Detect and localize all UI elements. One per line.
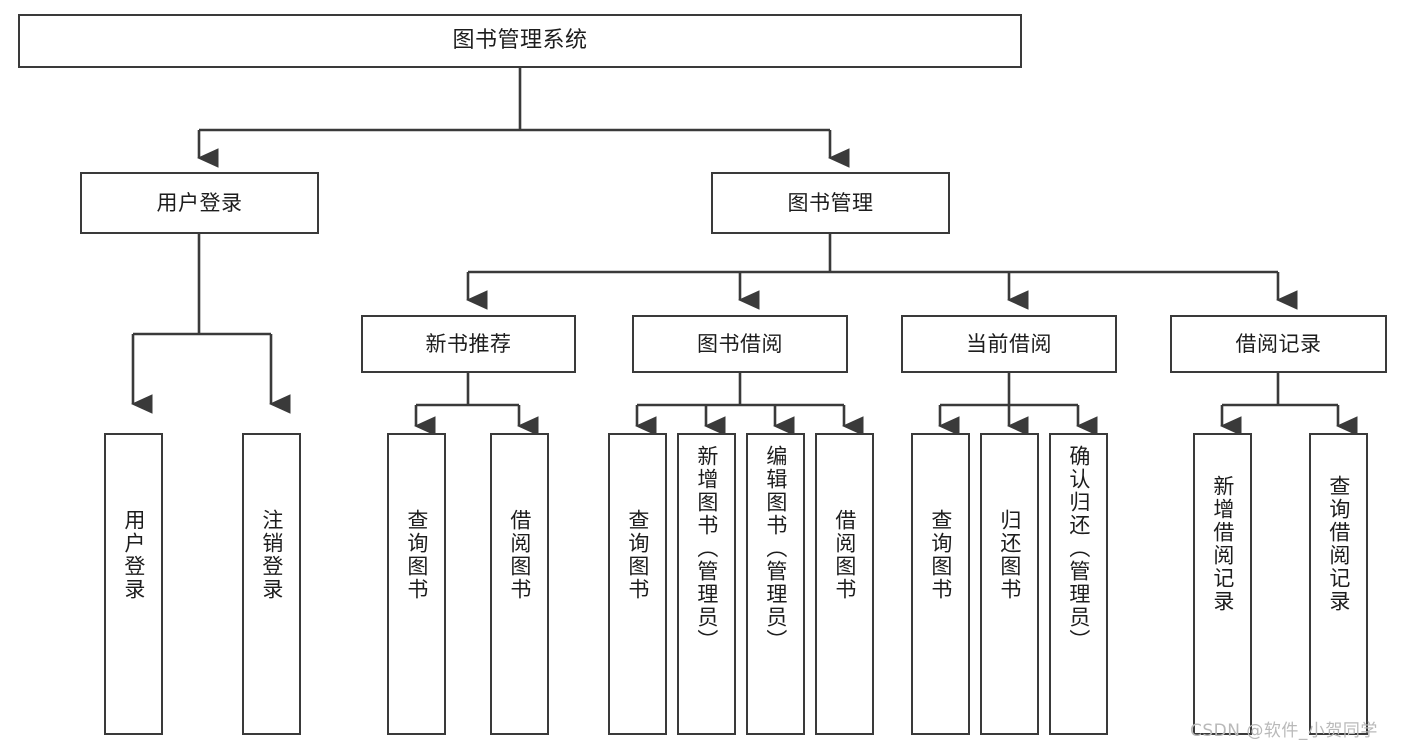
node-label: 当前借阅 [966,331,1052,356]
node-label: 用户登录 [156,190,243,215]
node-label: 借阅图书 [832,509,857,601]
leaf-current-return-book[interactable]: 归还图书 [980,433,1039,735]
node-borrow-record[interactable]: 借阅记录 [1170,315,1387,373]
node-book-borrow[interactable]: 图书借阅 [632,315,848,373]
node-label: 借阅图书 [507,509,532,601]
node-user-login[interactable]: 用户登录 [80,172,319,234]
leaf-current-query-book[interactable]: 查询图书 [911,433,970,735]
node-label: 图书管理 [787,190,874,215]
leaf-borrow-edit-book-admin[interactable]: 编辑图书（管理员） [746,433,805,735]
node-new-book-recommend[interactable]: 新书推荐 [361,315,576,373]
node-label: 查询图书 [928,509,953,601]
node-label: 注销登录 [259,509,284,601]
leaf-user-login-logout[interactable]: 注销登录 [242,433,301,735]
node-label: 查询图书 [625,509,650,601]
csdn-watermark: CSDN @软件_小贺同学 [1190,721,1378,741]
node-label: 新增借阅记录 [1210,475,1235,613]
node-label: 查询借阅记录 [1326,475,1351,613]
leaf-user-login-login[interactable]: 用户登录 [104,433,163,735]
leaf-borrow-borrow-book[interactable]: 借阅图书 [815,433,874,735]
node-label: 归还图书 [997,509,1022,601]
node-label: 新书推荐 [425,331,512,356]
node-label: 用户登录 [121,509,146,601]
leaf-current-confirm-return-admin[interactable]: 确认归还（管理员） [1049,433,1108,735]
node-label: 图书借阅 [697,331,783,356]
leaf-borrow-query-book[interactable]: 查询图书 [608,433,667,735]
node-current-borrow[interactable]: 当前借阅 [901,315,1117,373]
leaf-recommend-query-book[interactable]: 查询图书 [387,433,446,735]
node-root-system[interactable]: 图书管理系统 [18,14,1022,68]
leaf-borrow-add-book-admin[interactable]: 新增图书（管理员） [677,433,736,735]
node-label: 借阅记录 [1235,331,1322,356]
leaf-record-add-record[interactable]: 新增借阅记录 [1193,433,1252,735]
leaf-record-query-record[interactable]: 查询借阅记录 [1309,433,1368,735]
leaf-recommend-borrow-book[interactable]: 借阅图书 [490,433,549,735]
node-label: 编辑图书（管理员） [763,445,788,652]
node-label: 图书管理系统 [452,28,588,54]
node-label: 新增图书（管理员） [694,445,719,652]
node-label: 查询图书 [404,509,429,601]
node-book-management[interactable]: 图书管理 [711,172,950,234]
node-label: 确认归还（管理员） [1066,445,1091,652]
